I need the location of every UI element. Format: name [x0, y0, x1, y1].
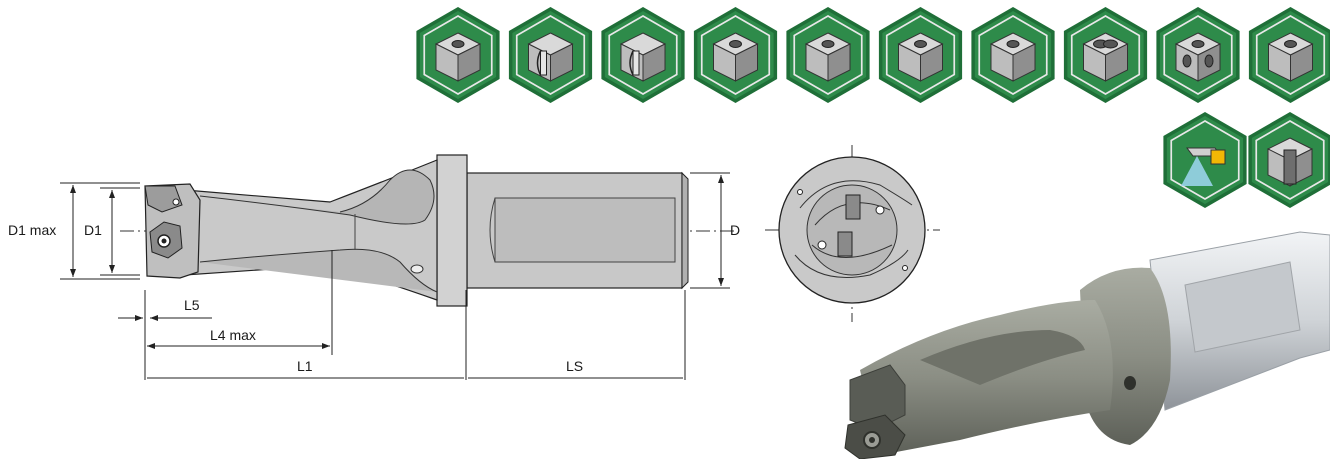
cube-step-icon [786, 7, 870, 103]
dimension-lines [60, 172, 730, 380]
label-d1-max: D1 max [8, 222, 57, 238]
drill-shank [466, 171, 689, 290]
label-d1: D1 [84, 222, 102, 238]
cube-intersecting-holes-icon [1156, 7, 1240, 103]
cube-inclined-exit-icon [693, 7, 778, 103]
label-l5: L5 [184, 297, 200, 313]
cube-half-hole-icon [508, 7, 593, 103]
label-d: D [730, 222, 741, 238]
drill-3d-render [844, 231, 1330, 459]
cube-deep-hole-icon [1248, 112, 1330, 208]
cube-edge-hole-icon [601, 7, 685, 103]
cube-inclined-entry-icon [1248, 7, 1330, 103]
label-ls: LS [566, 358, 584, 374]
drill-head [144, 183, 201, 279]
label-l4-max: L4 max [210, 327, 256, 343]
cube-cross-hole-icon [878, 7, 963, 103]
cube-drilling-icon [416, 7, 500, 103]
coolant-icon [1163, 112, 1247, 208]
cube-convex-icon [971, 7, 1055, 103]
drill-end-view [765, 145, 940, 322]
arrowheads [70, 175, 724, 349]
cube-overlap-holes-icon [1063, 7, 1148, 103]
drill-body [184, 159, 438, 301]
label-l1: L1 [297, 358, 313, 374]
